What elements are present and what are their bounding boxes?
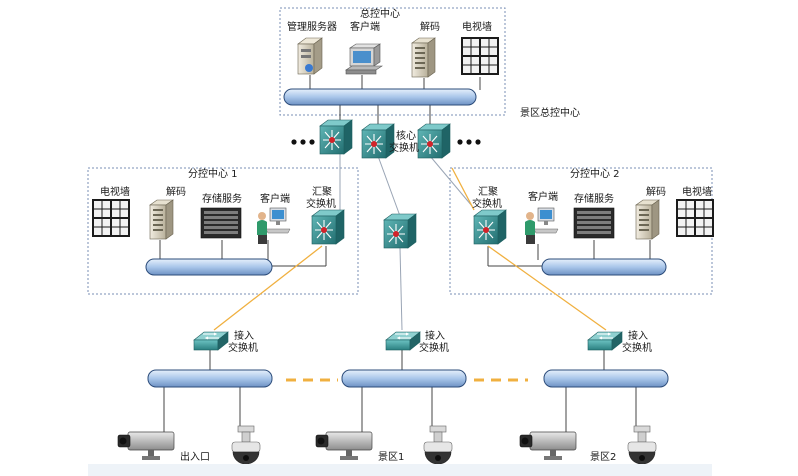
access-label-1b: 交换机 xyxy=(228,341,258,354)
access-label-3b: 交换机 xyxy=(622,341,652,354)
branch1-region-border xyxy=(87,167,359,295)
core-switch-icon-3 xyxy=(417,123,451,159)
site-label-zone2: 景区2 xyxy=(590,451,616,463)
more-devices-dots-right xyxy=(457,139,481,145)
center-distribution-switch-icon xyxy=(383,213,417,249)
central-tvwall-label: 电视墙 xyxy=(462,20,492,33)
core-switch-label-1: 核心 xyxy=(396,129,416,142)
access-label-3a: 接入 xyxy=(628,329,648,342)
access-bus-1 xyxy=(147,369,273,388)
dome-camera-icon-2 xyxy=(423,425,453,465)
branch1-operator-icon xyxy=(256,207,291,245)
branch2-tv-wall-icon xyxy=(675,198,715,238)
dome-camera-icon-1 xyxy=(231,425,261,465)
mgmt-server-label: 管理服务器 xyxy=(287,20,337,33)
central-region-border xyxy=(279,7,506,116)
access-bus-3 xyxy=(543,369,669,388)
access-label-1a: 接入 xyxy=(234,329,254,342)
central-decoder-label: 解码 xyxy=(420,20,440,33)
access-switch-icon-1 xyxy=(193,331,229,351)
branch1-tvwall-label: 电视墙 xyxy=(100,185,130,198)
branch2-decoder-label: 解码 xyxy=(646,185,666,198)
branch2-bus xyxy=(541,258,667,276)
branch1-decoder-label: 解码 xyxy=(166,185,186,198)
box-camera-icon-3 xyxy=(519,431,577,461)
site-label-zone1: 景区1 xyxy=(378,451,404,463)
branch2-storage-icon xyxy=(573,207,615,239)
branch2-client-label: 客户端 xyxy=(528,190,558,203)
branch2-storage-label: 存储服务 xyxy=(574,192,614,205)
access-label-2b: 交换机 xyxy=(419,341,449,354)
box-camera-icon-2 xyxy=(315,431,373,461)
camera-links xyxy=(163,386,637,432)
branch1-device-links xyxy=(159,240,327,267)
branch1-client-label: 客户端 xyxy=(260,192,290,205)
branch1-bus xyxy=(145,258,273,276)
access-links xyxy=(209,350,605,370)
branch2-tvwall-label: 电视墙 xyxy=(682,185,712,198)
bottom-band xyxy=(88,464,712,476)
central-client-label: 客户端 xyxy=(350,20,380,33)
central-tv-wall-icon xyxy=(460,36,500,76)
core-switch-icon-1 xyxy=(319,119,353,155)
branch2-title: 分控中心 2 xyxy=(570,167,620,180)
workstation-icon xyxy=(345,43,383,75)
branch1-storage-label: 存储服务 xyxy=(202,192,242,205)
box-camera-icon-1 xyxy=(117,431,175,461)
central-bus xyxy=(283,88,477,106)
branch2-agg-label-2: 交换机 xyxy=(472,197,502,210)
dome-camera-icon-3 xyxy=(627,425,657,465)
more-devices-dots-left xyxy=(291,139,315,145)
branch1-storage-icon xyxy=(200,207,242,239)
branch2-agg-label-1: 汇聚 xyxy=(478,185,498,198)
fiber-links xyxy=(213,167,607,331)
access-switch-icon-3 xyxy=(587,331,623,351)
branch1-decoder-icon xyxy=(149,199,174,240)
site-label-entrance: 出入口 xyxy=(180,450,210,463)
branch1-agg-label-2: 交换机 xyxy=(306,197,336,210)
central-device-links xyxy=(309,75,481,124)
branch2-aggregation-switch-icon xyxy=(473,209,507,245)
central-zone-label: 景区总控中心 xyxy=(520,106,580,119)
branch1-title: 分控中心 1 xyxy=(188,167,238,180)
core-switch-label-2: 交换机 xyxy=(389,141,419,154)
central-decoder-icon xyxy=(411,37,436,78)
access-label-2a: 接入 xyxy=(425,329,445,342)
branch1-agg-label-1: 汇聚 xyxy=(312,185,332,198)
access-switch-icon-2 xyxy=(385,331,421,351)
core-uplinks xyxy=(339,152,473,331)
central-title: 总控中心 xyxy=(360,7,400,20)
management-server-icon xyxy=(297,37,323,75)
branch2-operator-icon xyxy=(524,207,559,245)
branch2-decoder-icon xyxy=(635,199,660,240)
access-bus-2 xyxy=(341,369,467,388)
branch1-aggregation-switch-icon xyxy=(311,209,345,245)
branch1-tv-wall-icon xyxy=(91,198,131,238)
